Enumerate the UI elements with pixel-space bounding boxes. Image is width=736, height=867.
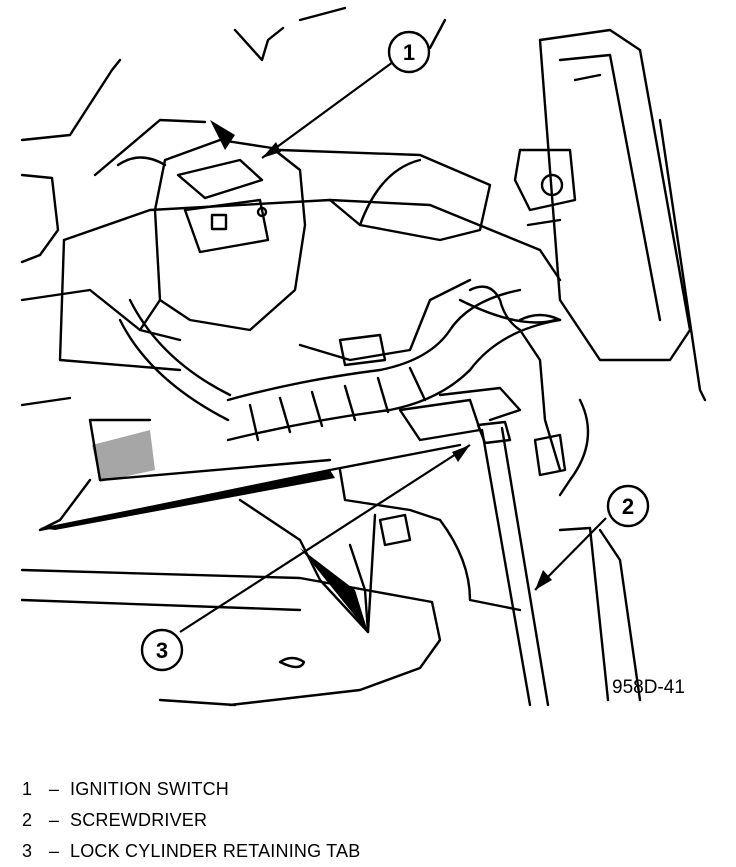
legend-text: IGNITION SWITCH — [70, 779, 229, 799]
callout-2-number: 2 — [622, 494, 634, 519]
dash-panel-outline — [20, 6, 447, 707]
screwdriver — [476, 420, 550, 707]
legend-text: SCREWDRIVER — [70, 810, 208, 830]
callout-3-number: 3 — [156, 638, 168, 663]
leader-arrow-3 — [452, 445, 470, 462]
leader-arrow-2 — [535, 570, 552, 590]
shading — [40, 120, 368, 632]
figure-code: 958D-41 — [612, 677, 685, 698]
legend-item-1: 1–IGNITION SWITCH — [22, 774, 722, 805]
callout-1-number: 1 — [403, 40, 415, 65]
leader-line-3 — [179, 444, 471, 633]
legend-number: 1 — [22, 779, 33, 799]
legend-number: 3 — [22, 841, 33, 861]
legend-item-2: 2–SCREWDRIVER — [22, 805, 722, 836]
callout-2: 2 — [606, 484, 650, 528]
ignition-switch — [116, 138, 307, 342]
multifunction-switch-housing — [513, 28, 707, 402]
legend-dash: – — [48, 779, 60, 799]
mounting-bracket — [558, 526, 642, 702]
column-shroud — [58, 148, 562, 372]
lower-column — [38, 418, 522, 634]
legend: 1–IGNITION SWITCH 2–SCREWDRIVER 3–LOCK C… — [22, 774, 722, 867]
legend-text: LOCK CYLINDER RETAINING TAB — [70, 841, 361, 861]
legend-dash: – — [48, 841, 60, 861]
legend-dash: – — [48, 810, 60, 830]
callout-3: 3 — [140, 628, 184, 672]
leader-arrow-1 — [262, 142, 281, 158]
callout-1: 1 — [387, 30, 431, 74]
legend-number: 2 — [22, 810, 33, 830]
wire-harness — [118, 285, 590, 497]
ignition-switch-diagram: 1 2 3 958D-41 — [20, 6, 707, 707]
legend-item-3: 3–LOCK CYLINDER RETAINING TAB — [22, 836, 722, 867]
leader-line-1 — [261, 61, 394, 159]
